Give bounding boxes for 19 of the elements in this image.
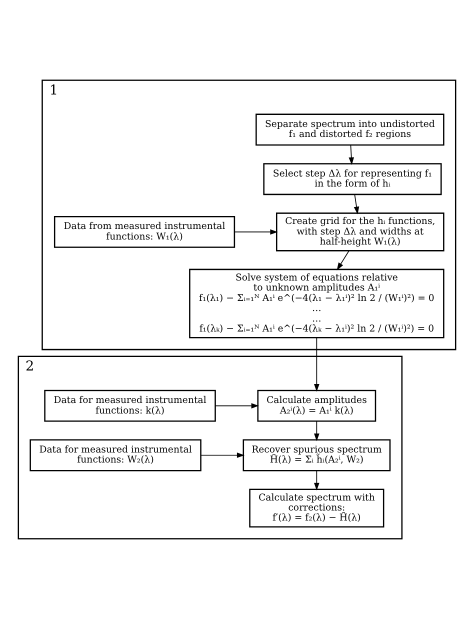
arrow xyxy=(234,229,278,235)
node-box: Data for measured instrumental functions: k(λ) xyxy=(44,390,216,422)
node-box: Calculate amplitudes A₂ⁱ(λ) = A₁ⁱ k(λ) xyxy=(257,390,376,422)
arrow xyxy=(200,452,245,458)
arrow xyxy=(314,470,320,490)
node-box: Select step Δλ for representing f₁ in the form of hᵢ xyxy=(263,163,442,196)
arrow xyxy=(354,194,360,214)
arrow xyxy=(314,337,320,392)
node-box: Create grid for the hᵢ functions, with step Δλ and widths at half-height W₁(λ) xyxy=(276,212,444,252)
node-box: Solve system of equations relative to unknown amplitudes A₁ⁱ f₁(λ₁) − Σᵢ₌₁ᴺ A₁ⁱ e^(−4(λ₁ − λ₁ⁱ)² ln 2 / (W₁ⁱ)²) = 0 … … f₁(λₖ) − Σᵢ₌₁ᴺ A₁ⁱ e^(−4(λₖ − λ₁ⁱ)² ln 2 / (W₁ⁱ)²) = 0 xyxy=(189,268,444,338)
node-box: Calculate spectrum with corrections: f′(λ) = f₂(λ) − H̃(λ) xyxy=(249,488,384,528)
arrow xyxy=(348,144,354,166)
node-box: Separate spectrum into undistorted f₁ and distorted f₂ regions xyxy=(256,114,444,146)
arrow xyxy=(336,250,350,270)
node-box: Data for measured instrumental functions: W₂(λ) xyxy=(30,439,202,472)
node-box: Data from measured instrumental functions: W₁(λ) xyxy=(54,216,236,248)
node-box: Recover spurious spectrum H̃(λ) = Σᵢ h̃ᵢ(A₂ⁱ, W₂) xyxy=(242,439,391,472)
arrow xyxy=(314,420,320,442)
arrow xyxy=(214,403,259,408)
